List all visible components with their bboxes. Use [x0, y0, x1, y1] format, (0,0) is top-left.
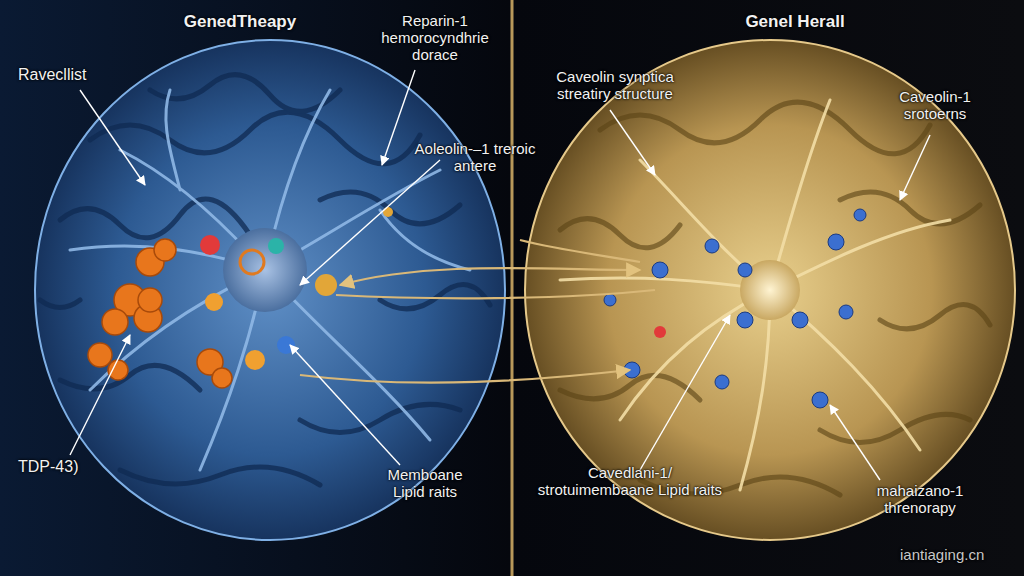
watermark: iantiaging.cn [900, 546, 1020, 563]
annotation-label: Caveolin synptica streatiry structure [540, 68, 690, 102]
annotation-label: Reparin-1 hemorocyndhrie dorace [360, 12, 510, 63]
annotation-label: Ravecllist [18, 66, 148, 84]
panel-heading: GenedTheapy [160, 12, 320, 31]
annotation-label: mahaizano-1 threnorapy [850, 482, 990, 516]
panel-heading: Genel Herall [720, 12, 870, 31]
annotation-label: Caveolin-1 srotoerns [870, 88, 1000, 122]
annotation-label: Memboane Lipid raits [370, 466, 480, 500]
annotation-label: Aoleolin-–1 treroic antere [410, 140, 540, 174]
annotation-label: TDP-43) [18, 458, 118, 476]
annotation-label: Cavedlani-1/ strotuimembaane Lipid raits [530, 464, 730, 498]
